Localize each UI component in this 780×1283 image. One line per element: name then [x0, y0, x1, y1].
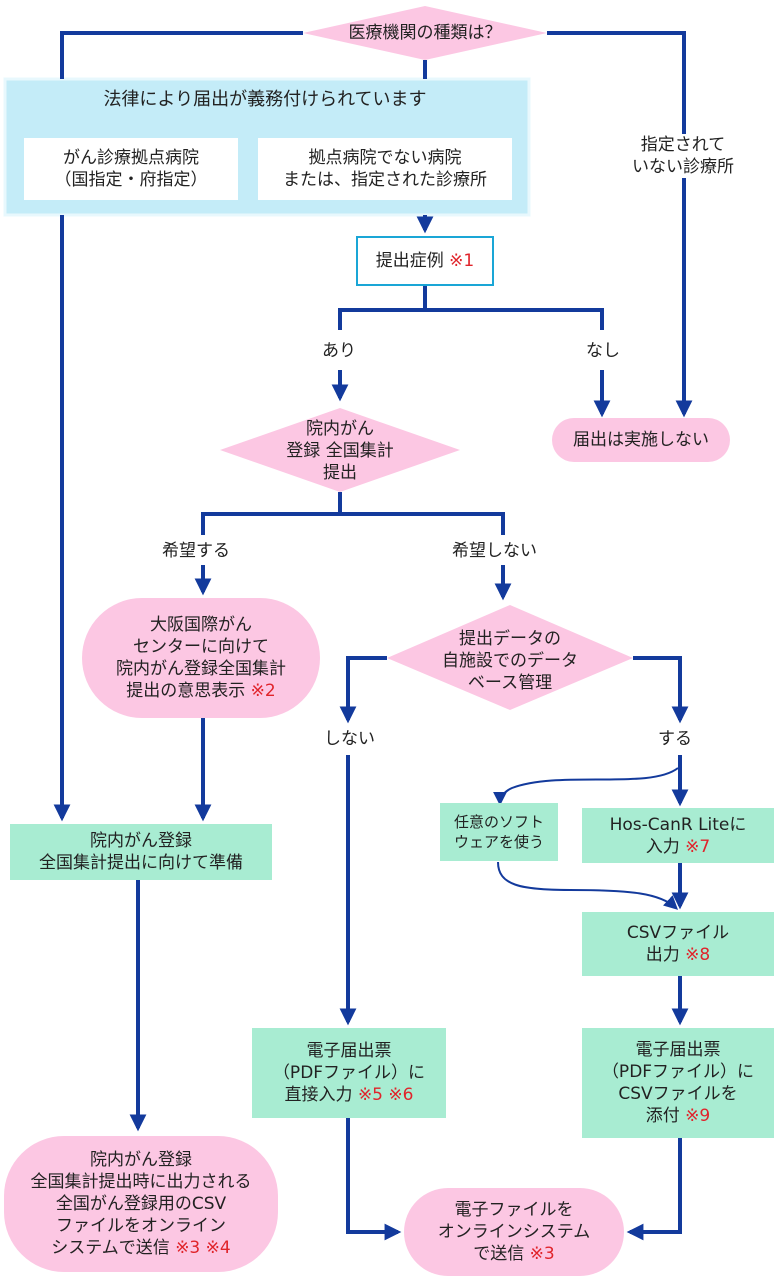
box-optional-software: 任意のソフト ウェアを使う [440, 803, 558, 861]
online-left-line3: 全国がん登録用のCSV [55, 1194, 227, 1214]
curve-software-to-csv [497, 861, 679, 910]
osaka-line1: 大阪国際がん [150, 615, 252, 635]
note-9: ※9 [685, 1106, 711, 1126]
osaka-line2: センターに向けて [133, 637, 269, 657]
decision-db-text: 提出データの 自施設でのデータ ベース管理 [425, 628, 595, 694]
decision-database-management [387, 605, 633, 710]
decision-national-submission [220, 408, 460, 492]
box-no-report: 届出は実施しない [552, 418, 730, 462]
box-osaka-intent: 大阪国際がん センターに向けて 院内がん登録全国集計 提出の意思表示 ※2 [82, 598, 320, 718]
arrow-direct-to-online [346, 1118, 402, 1241]
note-1: ※1 [449, 251, 475, 271]
decision-facility-type [303, 6, 547, 60]
online-right-line2: オンラインシステム [437, 1222, 591, 1242]
prepare-line2: 全国集計提出に向けて準備 [39, 853, 243, 873]
box-hoscanr-input: Hos-CanR Liteに 入力 ※7 [582, 808, 774, 863]
label-nashi: なし [586, 341, 620, 361]
connector-suru [633, 656, 689, 724]
label-not-designated: 指定されて いない診療所 [608, 134, 758, 178]
arrow-attach-to-online [626, 1138, 682, 1241]
connector-shinai [339, 656, 387, 724]
attach-line1: 電子届出票 [635, 1040, 721, 1060]
connector-nashi [425, 308, 604, 330]
label-kibou-suru: 希望する [162, 541, 230, 561]
decision-national-line3: 提出 [323, 463, 357, 483]
non-core-line2: または、指定された診療所 [283, 170, 487, 190]
box-non-core-hospital: 拠点病院でない病院 または、指定された診療所 [258, 138, 512, 200]
core-hospital-line1: がん診療拠点病院 [63, 148, 199, 168]
note-2: ※2 [250, 681, 276, 701]
connector-kibou-suru [201, 492, 342, 535]
online-right-line3: で送信 [473, 1244, 525, 1264]
online-left-line2: 全国集計提出時に出力される [30, 1172, 252, 1192]
decision-national-line1: 院内がん [306, 419, 374, 439]
box-attach-csv: 電子届出票 （PDFファイル）に CSVファイルを 添付 ※9 [582, 1028, 774, 1138]
no-report-text: 届出は実施しない [573, 430, 709, 450]
connector-ari [338, 286, 427, 330]
decision-db-line1: 提出データの [459, 629, 561, 649]
note-5-6: ※5 ※6 [357, 1085, 414, 1105]
decision-db-line2: 自施設でのデータ [442, 651, 578, 671]
software-line1: 任意のソフト [453, 813, 544, 831]
core-hospital-line2: （国指定・府指定） [54, 170, 208, 190]
hoscanr-line2: 入力 [645, 836, 680, 857]
attach-line2: （PDFファイル）に [601, 1062, 755, 1082]
submit-cases-text: 提出症例 [375, 251, 444, 271]
connector-top-left [60, 31, 303, 79]
prepare-line1: 院内がん登録 [90, 831, 192, 851]
box-online-left: 院内がん登録 全国集計提出時に出力される 全国がん登録用のCSV ファイルをオン… [4, 1136, 278, 1272]
curve-to-software [493, 767, 679, 806]
arrow-not-designated [547, 31, 693, 418]
decision-national-text: 院内がん 登録 全国集計 提出 [270, 418, 410, 484]
online-left-line4: ファイルをオンライン [56, 1216, 226, 1236]
online-right-line1: 電子ファイルを [454, 1200, 574, 1220]
direct-line3: 直接入力 [284, 1085, 353, 1105]
box-direct-input: 電子届出票 （PDFファイル）に 直接入力 ※5 ※6 [252, 1028, 446, 1118]
note-3: ※3 [529, 1244, 555, 1264]
legal-obligation-title: 法律により届出が義務付けられています [103, 89, 427, 110]
label-ari: あり [322, 341, 356, 361]
csv-line1: CSVファイル [626, 923, 730, 943]
label-kibou-shinai: 希望しない [452, 541, 537, 561]
box-csv-output: CSVファイル 出力 ※8 [582, 912, 774, 976]
not-designated-line1: 指定されて [640, 135, 726, 155]
osaka-line3: 院内がん登録全国集計 [116, 659, 286, 679]
online-left-line1: 院内がん登録 [90, 1150, 192, 1170]
decision-db-line3: ベース管理 [467, 673, 553, 693]
software-line2: ウェアを使う [453, 833, 544, 851]
decision-national-line2: 登録 全国集計 [286, 441, 394, 461]
label-suru: する [654, 728, 696, 750]
box-online-right: 電子ファイルを オンラインシステム で送信 ※3 [404, 1188, 624, 1276]
box-submit-cases: 提出症例 ※1 [356, 236, 494, 286]
question-facility-type: 医療機関の種類は？ [348, 23, 502, 43]
connector-kibou-shinai [340, 512, 505, 535]
note-8: ※8 [685, 945, 711, 965]
non-core-line1: 拠点病院でない病院 [308, 148, 462, 168]
note-3-4: ※3 ※4 [175, 1238, 231, 1258]
online-left-line5: システムで送信 [51, 1238, 170, 1258]
attach-line4: 添付 [645, 1106, 680, 1126]
csv-line2: 出力 [645, 945, 680, 965]
osaka-line4: 提出の意思表示 [126, 681, 246, 701]
attach-line3: CSVファイルを [618, 1084, 738, 1104]
box-core-hospital: がん診療拠点病院 （国指定・府指定） [24, 138, 238, 200]
connectors [53, 31, 693, 1241]
label-shinai: しない [320, 728, 379, 750]
direct-line2: （PDFファイル）に [272, 1063, 426, 1083]
not-designated-line2: いない診療所 [632, 157, 734, 177]
hoscanr-line1: Hos-CanR Liteに [609, 814, 747, 835]
note-7: ※7 [685, 836, 711, 857]
box-prepare: 院内がん登録 全国集計提出に向けて準備 [10, 824, 272, 880]
software-curves [493, 767, 679, 910]
direct-line1: 電子届出票 [306, 1041, 392, 1061]
